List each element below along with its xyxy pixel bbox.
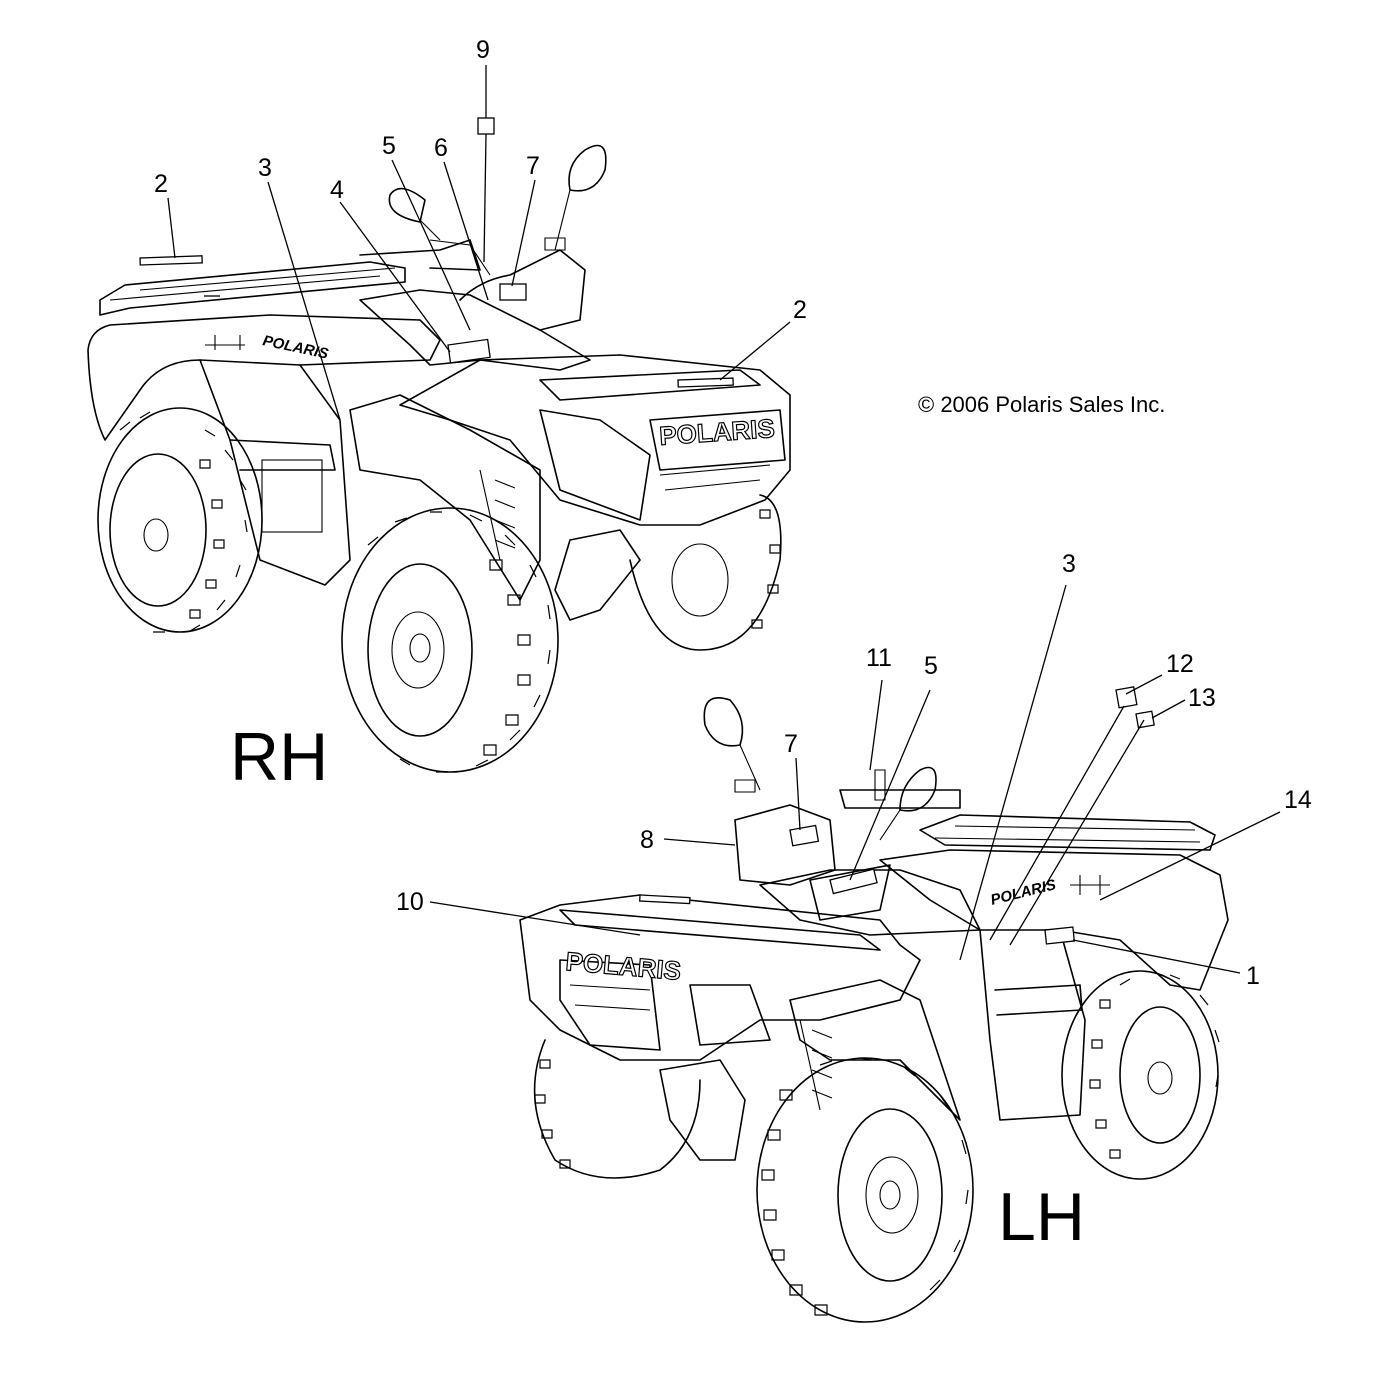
- lh-callout-12: 12: [1166, 650, 1194, 678]
- lh-controls: [703, 697, 961, 886]
- rh-side-polaris-logo: POLARIS: [261, 332, 330, 362]
- rh-atv-drawing: POLARIS POLARIS: [87, 144, 791, 773]
- rh-callout-4: 4: [330, 176, 344, 204]
- rh-decal-7: [499, 283, 527, 301]
- lh-rear-wheel: [1061, 970, 1220, 1180]
- lh-callout-1: 1: [1246, 962, 1260, 990]
- lh-decal-13: [1135, 710, 1155, 729]
- rh-decal-2-rear: [139, 255, 203, 266]
- lh-front-wheel: [756, 1057, 974, 1323]
- lh-callout-7: 7: [784, 730, 798, 758]
- rh-leader-lines: [167, 65, 791, 421]
- lh-far-wheel: [533, 1039, 746, 1179]
- rh-callout-3: 3: [258, 154, 272, 182]
- rh-decal-9: [477, 117, 495, 135]
- lh-atv-drawing: POLARIS POLARIS: [519, 697, 1229, 1323]
- lh-decal-1: [1044, 926, 1076, 945]
- lh-seat: [759, 864, 981, 936]
- lh-leader-lines: [429, 584, 1281, 974]
- rh-callouts: 9 2 3 5 6 4 7 2: [154, 36, 807, 324]
- rh-decal-4: [447, 338, 491, 364]
- lh-decal-10: [639, 894, 691, 905]
- lh-callout-3: 3: [1062, 550, 1076, 578]
- lh-view-label: LH: [998, 1179, 1085, 1255]
- lh-callouts: 3 11 5 12 13 7 14 8 10 1: [396, 550, 1312, 990]
- lh-callout-5: 5: [924, 652, 938, 680]
- lh-decal-7: [789, 824, 820, 847]
- lh-decals: [639, 686, 1155, 945]
- lh-decal-12: [1115, 686, 1138, 709]
- rh-decal-2-front: [677, 377, 734, 388]
- rh-callout-5: 5: [382, 132, 396, 160]
- lh-callout-14: 14: [1284, 786, 1312, 814]
- rh-front-wheel: [341, 507, 559, 773]
- rh-callout-9: 9: [476, 36, 490, 64]
- rh-view-label: RH: [230, 719, 328, 795]
- rh-callout-7: 7: [526, 152, 540, 180]
- rh-callout-2-rear: 2: [154, 170, 168, 198]
- lh-callout-8: 8: [640, 826, 654, 854]
- lh-front-body: [519, 894, 961, 1121]
- copyright-notice: © 2006 Polaris Sales Inc.: [918, 392, 1165, 417]
- rh-callout-2-front: 2: [793, 296, 807, 324]
- rh-rear-body: [87, 261, 441, 586]
- rh-rear-wheel: [97, 407, 263, 633]
- lh-front-polaris-logo: POLARIS: [564, 946, 682, 986]
- rh-callout-6: 6: [434, 134, 448, 162]
- lh-callout-11: 11: [866, 644, 892, 672]
- rh-front-body: [261, 354, 791, 601]
- rh-seat-controls: [359, 144, 607, 371]
- lh-rear-body: [879, 814, 1229, 1121]
- rh-decals: [139, 117, 734, 388]
- lh-callout-10: 10: [396, 888, 424, 916]
- lh-callout-13: 13: [1188, 684, 1216, 712]
- rh-far-wheel: [554, 494, 782, 651]
